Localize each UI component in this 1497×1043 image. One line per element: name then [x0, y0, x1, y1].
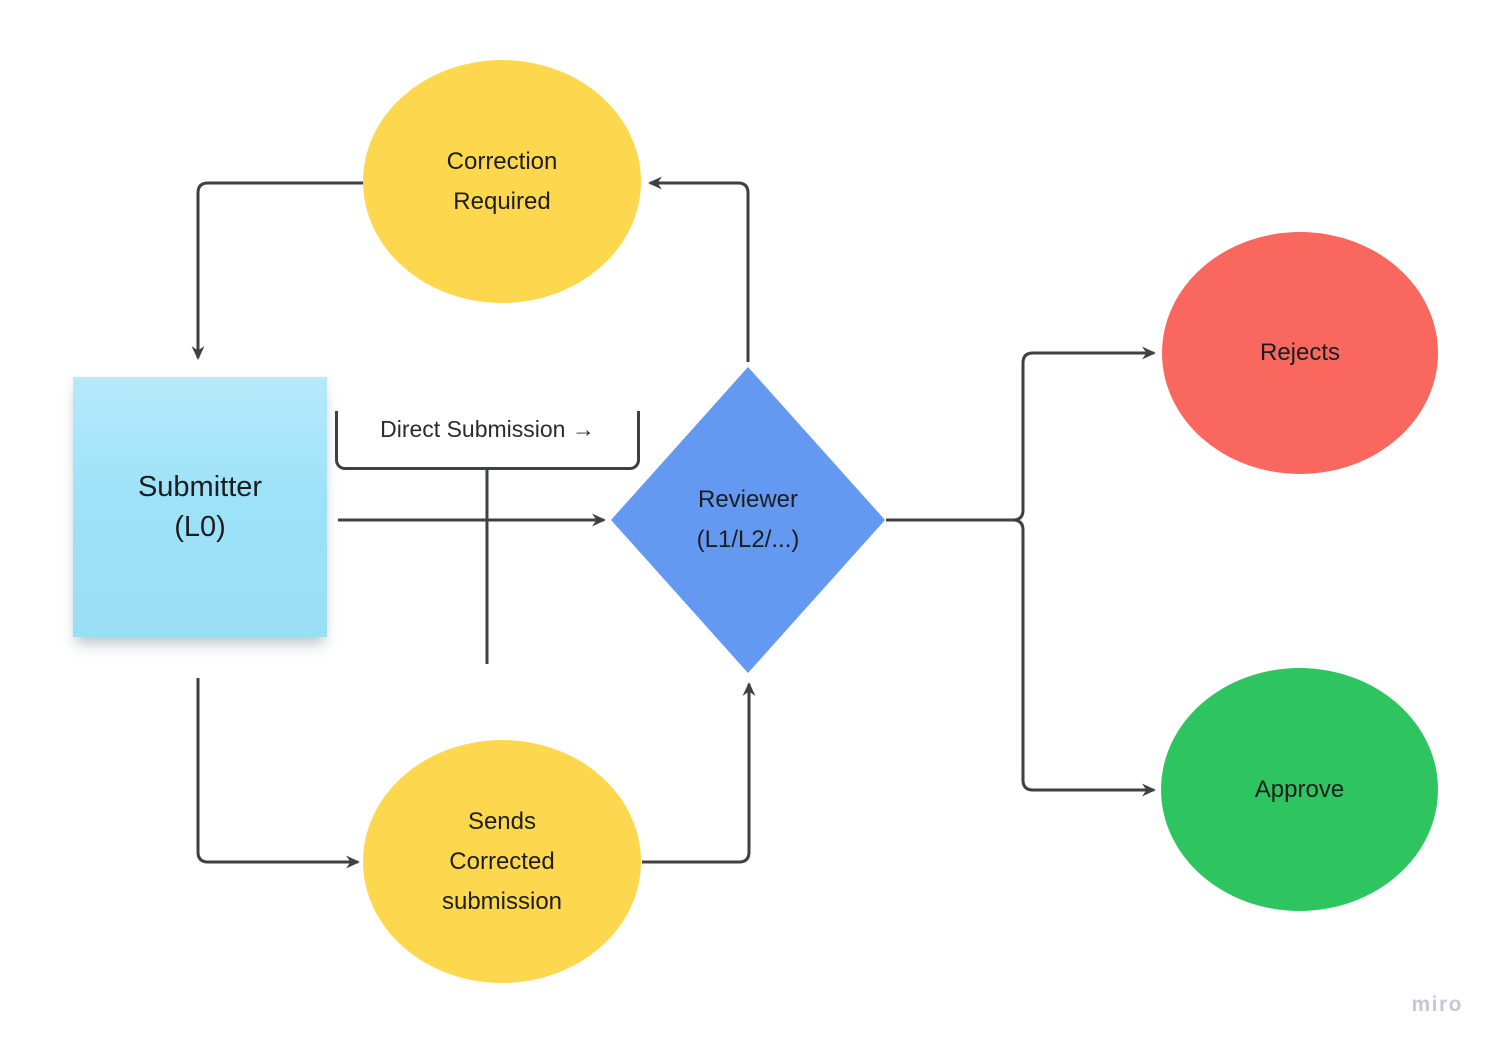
connector-sends-to-reviewer[interactable] [642, 682, 756, 864]
node-rejects[interactable]: Rejects [1162, 232, 1438, 474]
connector-submitter-to-sends[interactable] [196, 678, 360, 869]
connector-reviewer-to-approve[interactable] [1012, 518, 1156, 797]
node-submitter-sticky-note[interactable]: Submitter (L0) [73, 377, 327, 637]
node-submitter-label: Submitter (L0) [137, 471, 263, 543]
node-correction-required[interactable]: Correction Required [363, 60, 641, 303]
node-approve[interactable]: Approve [1161, 668, 1438, 911]
node-reviewer-label: Reviewer (L1/L2/...) [696, 486, 800, 553]
node-rejects-label: Rejects [1259, 339, 1341, 366]
node-sends-corrected-submission-label: Sends Corrected submission [441, 807, 563, 915]
connector-reviewer-to-correction[interactable] [648, 176, 750, 362]
edge-label-direct-submission-text: Direct Submission → [380, 416, 595, 442]
miro-watermark-logo: miro [1411, 993, 1463, 1016]
node-approve-label: Approve [1254, 775, 1345, 803]
edge-label-direct-submission[interactable]: Direct Submission → [335, 411, 640, 470]
connector-reviewer-to-rejects[interactable] [886, 346, 1156, 522]
connector-correction-to-submitter[interactable] [191, 181, 364, 360]
node-sends-corrected-submission[interactable]: Sends Corrected submission [363, 740, 641, 983]
node-correction-required-label: Correction Required [446, 147, 558, 215]
